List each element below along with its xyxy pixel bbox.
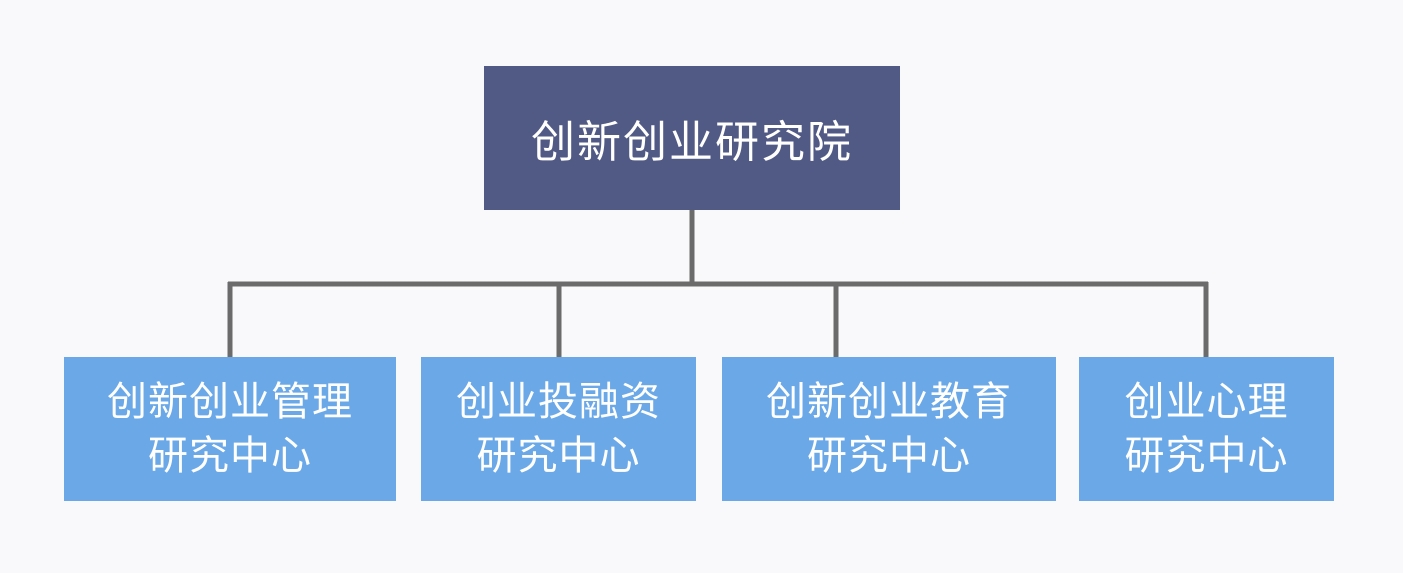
child-node-label-line2: 研究中心 — [148, 433, 312, 479]
child-node-label-line2: 研究中心 — [1124, 433, 1289, 479]
child-node-label-line2: 研究中心 — [476, 433, 641, 479]
root-node-label: 创新创业研究院 — [531, 117, 853, 168]
child-node-label-line1: 创新创业教育 — [766, 379, 1012, 425]
child-node-label-line2: 研究中心 — [807, 433, 971, 479]
child-node-education: 创新创业教育 研究中心 — [722, 357, 1056, 501]
child-node-investment: 创业投融资 研究中心 — [421, 357, 696, 501]
root-node: 创新创业研究院 — [484, 66, 900, 210]
child-node-management: 创新创业管理 研究中心 — [64, 357, 396, 501]
child-node-label-line1: 创业投融资 — [456, 379, 661, 425]
child-node-psychology: 创业心理 研究中心 — [1079, 357, 1334, 501]
child-node-label-line1: 创新创业管理 — [107, 379, 353, 425]
child-node-label-line1: 创业心理 — [1124, 379, 1289, 425]
